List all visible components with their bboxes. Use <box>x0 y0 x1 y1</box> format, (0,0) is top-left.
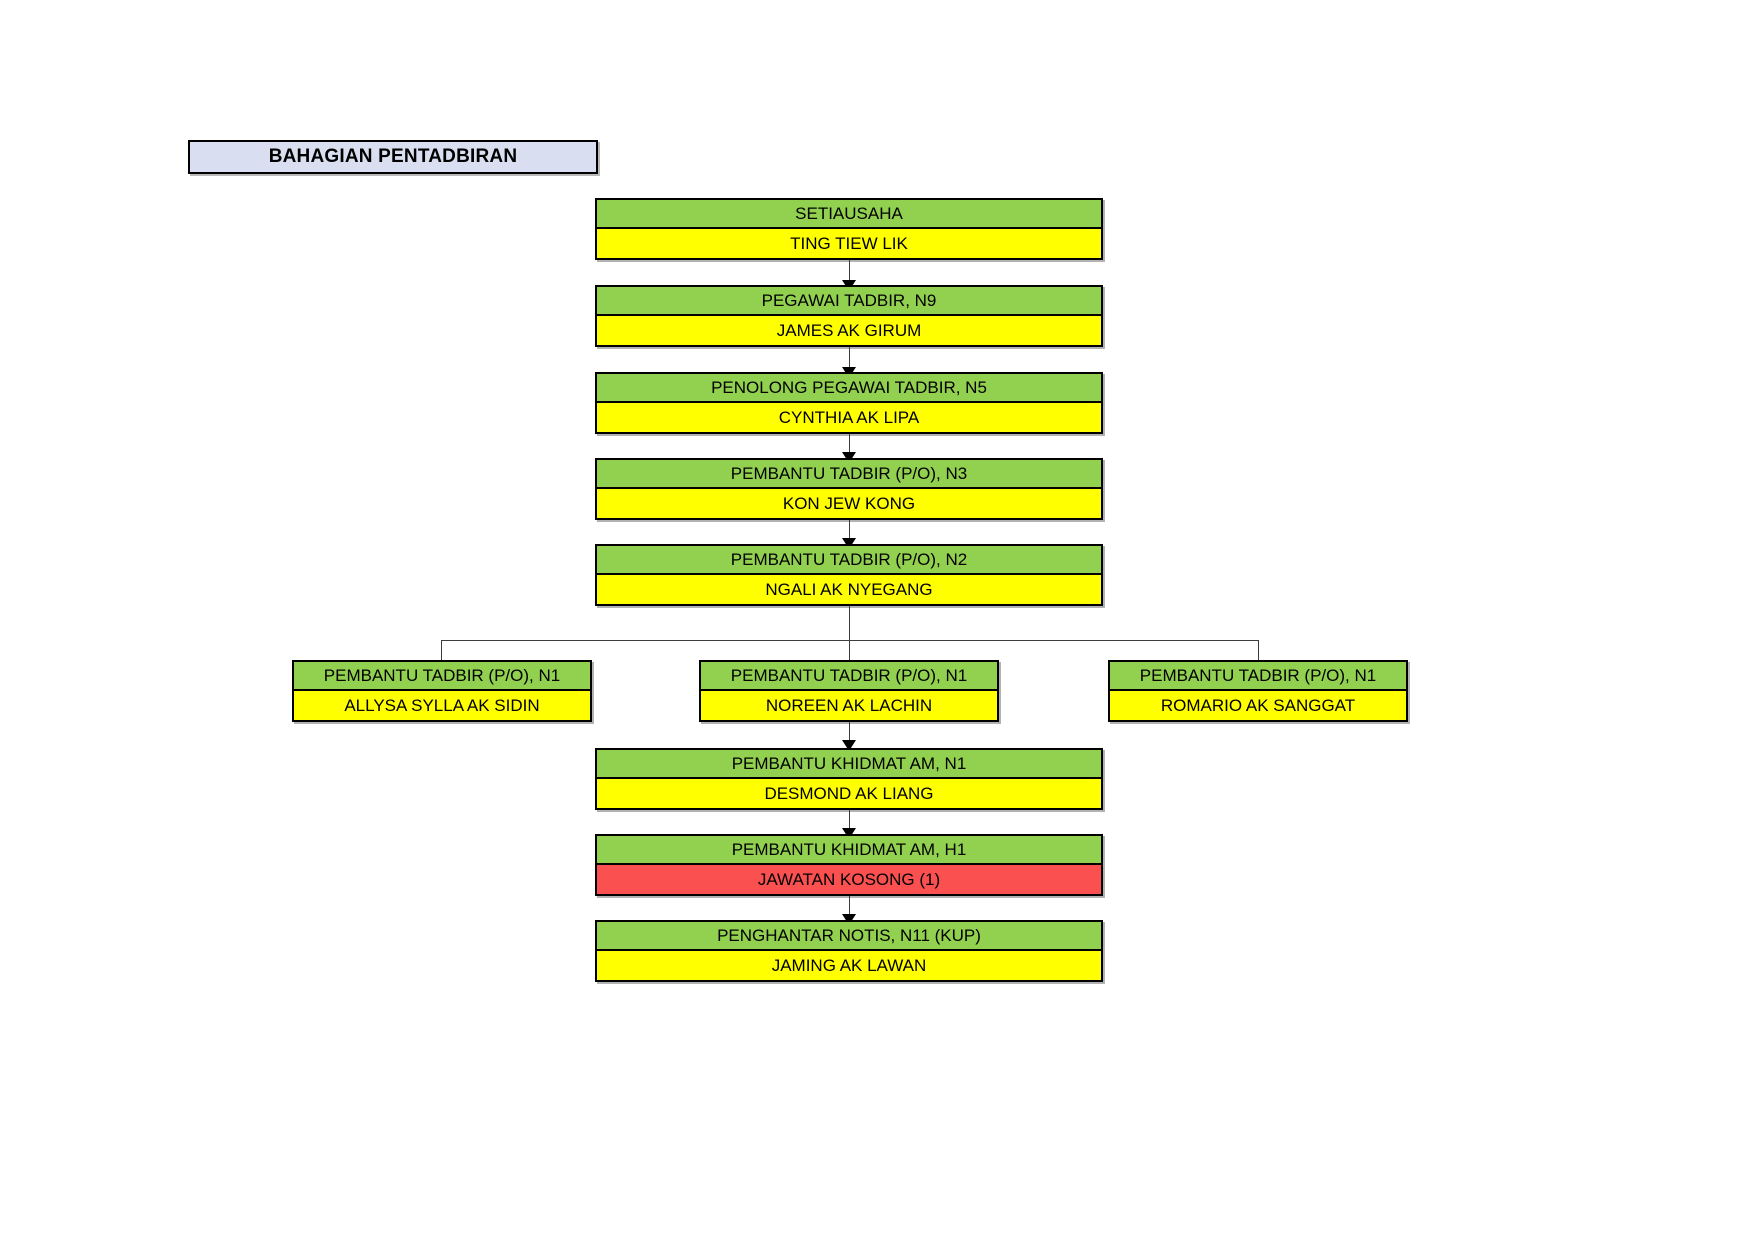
connector-n10-n11 <box>849 896 850 916</box>
arrowhead-n9-n10 <box>842 828 856 839</box>
node-pembantu-tadbir-n3[interactable]: PEMBANTU TADBIR (P/O), N3 KON JEW KONG <box>595 458 1103 520</box>
node-position-label: PEMBANTU TADBIR (P/O), N1 <box>294 662 590 691</box>
section-header-label: BAHAGIAN PENTADBIRAN <box>268 146 518 167</box>
node-person-label: JAMES AK GIRUM <box>597 316 1101 345</box>
node-person-label: KON JEW KONG <box>597 489 1101 518</box>
node-position-label: SETIAUSAHA <box>597 200 1101 229</box>
node-penolong-pegawai-tadbir-n5[interactable]: PENOLONG PEGAWAI TADBIR, N5 CYNTHIA AK L… <box>595 372 1103 434</box>
node-position-label: PEMBANTU KHIDMAT AM, H1 <box>597 836 1101 865</box>
arrowhead-n10-n11 <box>842 914 856 925</box>
node-pembantu-khidmat-am-n1[interactable]: PEMBANTU KHIDMAT AM, N1 DESMOND AK LIANG <box>595 748 1103 810</box>
node-vacancy-label: JAWATAN KOSONG (1) <box>597 865 1101 894</box>
connector-n5-bus-stem <box>849 606 850 640</box>
node-position-label: PEMBANTU KHIDMAT AM, N1 <box>597 750 1101 779</box>
node-pembantu-tadbir-n1-center[interactable]: PEMBANTU TADBIR (P/O), N1 NOREEN AK LACH… <box>699 660 999 722</box>
node-person-label: CYNTHIA AK LIPA <box>597 403 1101 432</box>
connector-n4-n5 <box>849 520 850 540</box>
node-position-label: PEGAWAI TADBIR, N9 <box>597 287 1101 316</box>
arrowhead-n4-n5 <box>842 538 856 549</box>
arrowhead-n3-n4 <box>842 452 856 463</box>
node-penghantar-notis-n11[interactable]: PENGHANTAR NOTIS, N11 (KUP) JAMING AK LA… <box>595 920 1103 982</box>
node-pembantu-tadbir-n1-right[interactable]: PEMBANTU TADBIR (P/O), N1 ROMARIO AK SAN… <box>1108 660 1408 722</box>
node-position-label: PEMBANTU TADBIR (P/O), N2 <box>597 546 1101 575</box>
connector-n9-n10 <box>849 810 850 830</box>
node-position-label: PEMBANTU TADBIR (P/O), N3 <box>597 460 1101 489</box>
node-position-label: PEMBANTU TADBIR (P/O), N1 <box>1110 662 1406 691</box>
connector-n2-n3 <box>849 347 850 369</box>
node-pegawai-tadbir-n9[interactable]: PEGAWAI TADBIR, N9 JAMES AK GIRUM <box>595 285 1103 347</box>
node-position-label: PENGHANTAR NOTIS, N11 (KUP) <box>597 922 1101 951</box>
node-person-label: ROMARIO AK SANGGAT <box>1110 691 1406 720</box>
connector-n3-n4 <box>849 434 850 454</box>
connector-n1-n2 <box>849 260 850 282</box>
connector-bus-to-right <box>1258 640 1259 668</box>
node-pembantu-tadbir-n1-left[interactable]: PEMBANTU TADBIR (P/O), N1 ALLYSA SYLLA A… <box>292 660 592 722</box>
section-header: BAHAGIAN PENTADBIRAN <box>188 140 598 174</box>
node-person-label: TING TIEW LIK <box>597 229 1101 258</box>
node-setiausaha[interactable]: SETIAUSAHA TING TIEW LIK <box>595 198 1103 260</box>
node-position-label: PENOLONG PEGAWAI TADBIR, N5 <box>597 374 1101 403</box>
node-position-label: PEMBANTU TADBIR (P/O), N1 <box>701 662 997 691</box>
connector-bus-to-center <box>849 640 850 668</box>
connector-bus-to-left <box>441 640 442 668</box>
node-pembantu-khidmat-am-h1[interactable]: PEMBANTU KHIDMAT AM, H1 JAWATAN KOSONG (… <box>595 834 1103 896</box>
node-person-label: DESMOND AK LIANG <box>597 779 1101 808</box>
node-person-label: JAMING AK LAWAN <box>597 951 1101 980</box>
node-person-label: NOREEN AK LACHIN <box>701 691 997 720</box>
arrowhead-n7-n9 <box>842 740 856 751</box>
node-person-label: ALLYSA SYLLA AK SIDIN <box>294 691 590 720</box>
connector-n7-n9 <box>849 722 850 742</box>
node-pembantu-tadbir-n2[interactable]: PEMBANTU TADBIR (P/O), N2 NGALI AK NYEGA… <box>595 544 1103 606</box>
node-person-label: NGALI AK NYEGANG <box>597 575 1101 604</box>
